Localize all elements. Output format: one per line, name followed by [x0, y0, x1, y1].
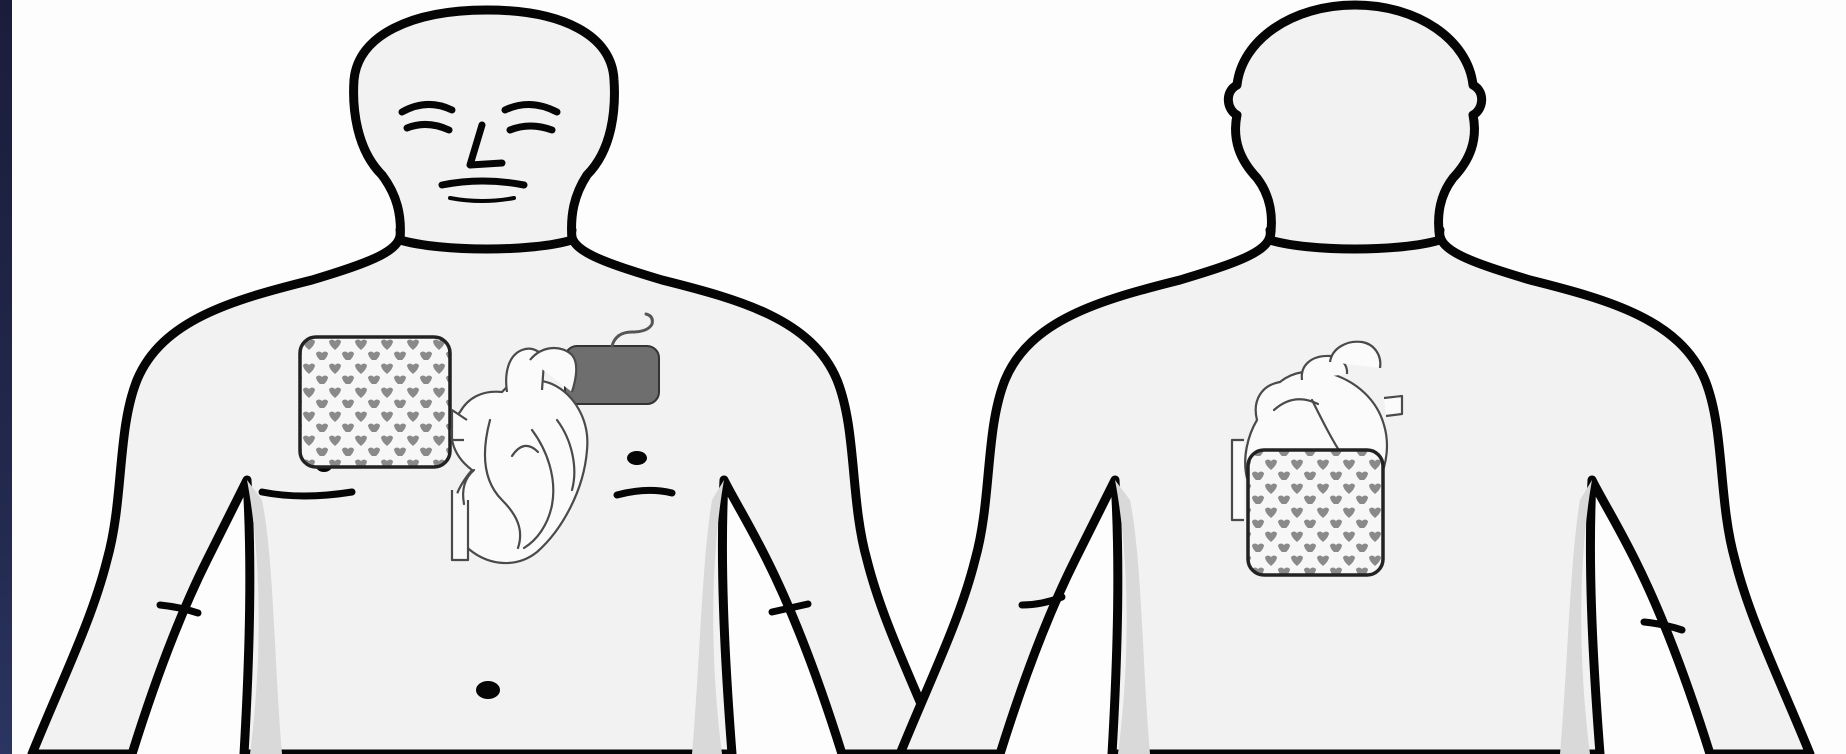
diagram-canvas — [12, 0, 1846, 754]
left-pectoral-line — [262, 492, 352, 496]
electrode-pad-posterior — [1248, 450, 1383, 575]
front-body-figure — [32, 10, 942, 754]
body-diagram-svg — [12, 0, 1846, 754]
navel — [476, 681, 500, 699]
back-head-neck-outline — [1228, 5, 1481, 249]
back-body-figure — [900, 5, 1810, 754]
right-eye — [510, 126, 552, 130]
mouth — [442, 181, 524, 185]
left-edge-bar — [0, 0, 12, 754]
right-nipple — [627, 451, 647, 465]
electrode-pad-anterior — [300, 337, 450, 467]
